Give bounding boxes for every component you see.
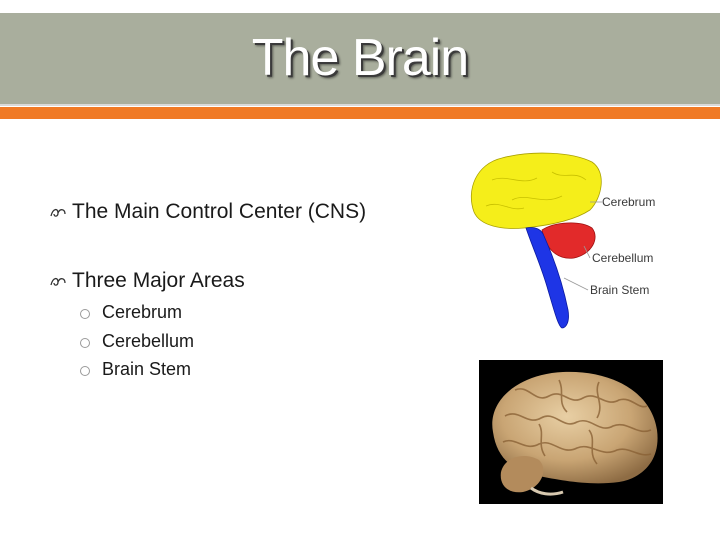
cerebellum-region	[541, 222, 596, 259]
brain-stem-region	[525, 227, 569, 329]
circle-bullet-icon	[80, 338, 90, 348]
title-bar	[0, 13, 720, 104]
brain-photo	[479, 360, 663, 504]
leader-line	[563, 277, 589, 291]
bullet-text: The Main Control Center (CNS)	[72, 200, 367, 223]
bullet-item: The Main Control Center (CNS)	[50, 200, 450, 230]
brain-stem-shape	[530, 486, 564, 496]
leader-line	[583, 245, 591, 259]
bullet-item: Three Major Areas Cerebrum Cerebellum Br…	[50, 269, 450, 379]
bullet-text: Three Major Areas	[72, 269, 245, 292]
brain-cerebellum-shape	[500, 456, 544, 493]
curl-bullet-icon	[50, 277, 66, 286]
brain-photo-drawing	[492, 371, 658, 496]
circle-bullet-icon	[80, 366, 90, 376]
circle-bullet-icon	[80, 309, 90, 319]
sub-bullet-text: Cerebellum	[102, 331, 195, 351]
brain-gyri	[502, 379, 652, 465]
brain-cerebrum-shape	[492, 371, 658, 484]
curl-bullet-icon	[50, 208, 66, 217]
sub-bullet-item: Cerebellum	[80, 331, 380, 355]
divider-line	[0, 104, 720, 106]
sub-bullet-item: Brain Stem	[80, 359, 380, 383]
diagram-label-cerebrum: Cerebrum	[602, 195, 655, 209]
sub-bullet-text: Brain Stem	[102, 359, 192, 379]
slide-title: The Brain	[251, 29, 469, 87]
cerebrum-folds	[485, 171, 587, 210]
diagram-label-cerebellum: Cerebellum	[592, 251, 653, 265]
sub-bullet-text: Cerebrum	[102, 302, 183, 322]
sub-bullet-item: Cerebrum	[80, 302, 380, 326]
cerebrum-region	[470, 152, 602, 229]
diagram-label-brain-stem: Brain Stem	[590, 283, 649, 297]
accent-bar	[0, 107, 720, 119]
brain-region-diagram: Cerebrum Cerebellum Brain Stem	[462, 150, 702, 335]
